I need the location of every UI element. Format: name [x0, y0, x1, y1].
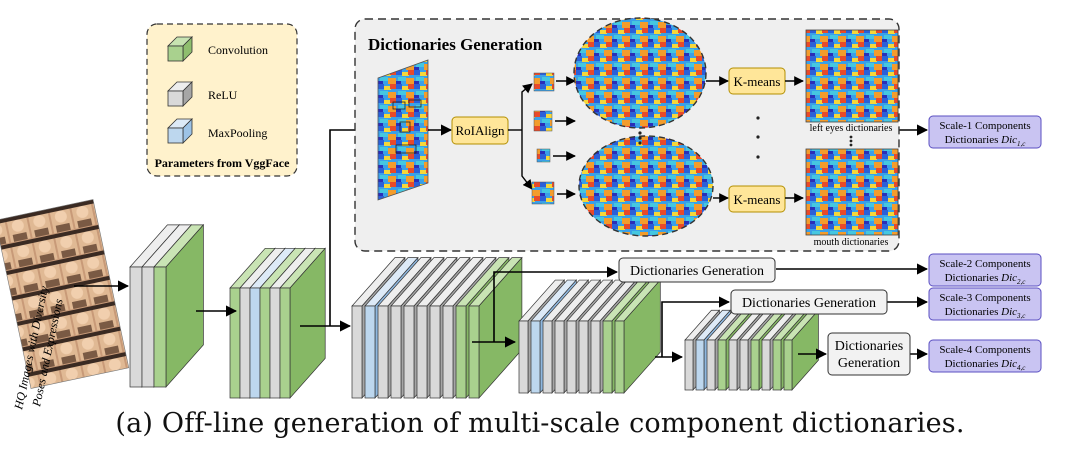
vertical-ellipsis-kmeans: [756, 116, 760, 159]
left-eyes-dictionary-label: left eyes dictionaries: [810, 123, 893, 134]
output-scale-1-subtitle: Dictionaries Dic1,c: [945, 134, 1027, 148]
legend-relu-icon: [167, 81, 193, 107]
dictgen-scale4-label-line2: Generation: [838, 356, 900, 371]
legend-box: Convolution ReLU MaxPooling Parameters f…: [146, 23, 298, 177]
crop-thumb-1: [533, 72, 555, 92]
left-eyes-dictionary-grid: [805, 29, 899, 123]
vertical-ellipsis-mid: [638, 131, 642, 145]
mouth-dictionary-label: mouth dictionaries: [814, 237, 889, 248]
output-scale-1-title: Scale-1 Components: [939, 120, 1030, 132]
feature-slab: [153, 223, 205, 388]
output-scale-2-title: Scale-2 Components: [939, 258, 1030, 270]
legend-relu-label: ReLU: [208, 88, 238, 102]
dictionaries-generation-panel: Dictionaries Generation RoIAlign: [354, 17, 900, 252]
dict-panel-title: Dictionaries Generation: [368, 35, 543, 54]
legend-convolution-icon: [167, 36, 193, 62]
mouth-dictionary-grid: [805, 148, 899, 236]
legend-maxpooling-icon: [167, 118, 193, 144]
output-scale-4-title: Scale-4 Components: [939, 344, 1030, 356]
dictgen-scale2-box: [618, 257, 776, 283]
crop-arrows: [553, 76, 576, 199]
input-image-collage: [0, 199, 130, 389]
vgg-feature-blocks: [129, 223, 820, 399]
kmeans-top-label: K-means: [734, 74, 781, 89]
crop-thumb-4: [531, 181, 555, 205]
output-scale-4-subtitle: Dictionaries Dic4,c: [945, 358, 1027, 372]
dictgen-scale4-label-line1: Dictionaries: [835, 339, 903, 354]
dictgen-scale4-box: [827, 332, 911, 376]
dictgen-scale2-label: Dictionaries Generation: [630, 264, 764, 279]
kmeans-bottom-box: [728, 185, 786, 213]
crop-thumb-3: [536, 148, 551, 163]
feature-block-2: [229, 247, 326, 399]
output-scale-2-subtitle: Dictionaries Dic2,c: [945, 272, 1027, 286]
cluster-ellipse-top: [573, 17, 707, 129]
arrow-block3-to-dictgen2: [493, 266, 619, 342]
feature-block-1: [129, 223, 205, 388]
kmeans-bottom-label: K-means: [734, 192, 781, 207]
roialign-branches: [508, 83, 533, 190]
dictgen-scale3-box: [730, 289, 888, 315]
feature-block-3: [351, 256, 523, 399]
dictgen-scale3-label: Dictionaries Generation: [742, 296, 876, 311]
vertical-ellipsis-dict: [849, 135, 853, 147]
cluster-ellipse-bottom: [578, 135, 714, 237]
feature-slab: [783, 309, 820, 391]
figure-caption: (a) Off-line generation of multi-scale c…: [115, 408, 965, 439]
feature-block-5: [684, 309, 820, 391]
arrow-block4-to-dictgen3: [661, 296, 731, 357]
crop-thumb-2: [533, 110, 553, 132]
feature-block-4: [518, 279, 662, 394]
output-scale-3-title: Scale-3 Components: [939, 292, 1030, 304]
roialign-label: RoIAlign: [455, 123, 505, 138]
feature-slab: [279, 247, 326, 399]
legend-convolution-label: Convolution: [208, 43, 268, 57]
output-scale-3-subtitle: Dictionaries Dic3,c: [945, 306, 1027, 320]
legend-footer: Parameters from VggFace: [155, 156, 291, 170]
feature-heatmap: [377, 59, 429, 201]
legend-maxpooling-label: MaxPooling: [208, 126, 267, 140]
